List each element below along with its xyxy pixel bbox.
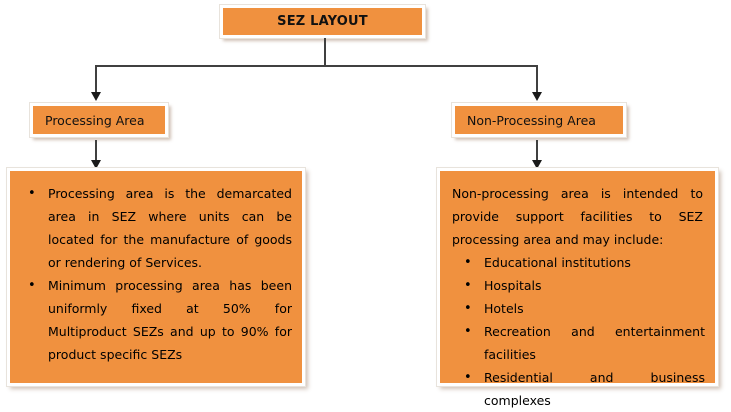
- arrowhead-left-branch: [91, 92, 101, 101]
- list-item: Hotels: [448, 297, 705, 320]
- sez-layout-box[interactable]: SEZ LAYOUT: [219, 4, 426, 39]
- list-item: Recreation and entertainment facilities: [448, 320, 705, 366]
- bullet-text: Processing area is the demarcated area i…: [48, 186, 292, 270]
- arrowhead-left-content: [91, 160, 101, 169]
- bullet-text: Recreation and entertainment facilities: [484, 324, 705, 362]
- arrowhead-right-content: [532, 160, 542, 169]
- non-processing-area-label: Non-Processing Area: [467, 112, 596, 128]
- processing-area-box[interactable]: Processing Area: [29, 102, 169, 138]
- processing-area-label: Processing Area: [45, 112, 145, 128]
- connector-horizontal-tee: [95, 65, 537, 67]
- bullet-text: Minimum processing area has been uniform…: [48, 278, 292, 362]
- list-item: Residential and business complexes: [448, 366, 705, 412]
- connector-left-to-content: [95, 140, 97, 164]
- bullet-text: Educational institutions: [484, 255, 631, 270]
- list-item: Processing area is the demarcated area i…: [18, 182, 292, 274]
- arrowhead-right-branch: [532, 92, 542, 101]
- list-item: Hospitals: [448, 274, 705, 297]
- non-processing-area-box[interactable]: Non-Processing Area: [451, 102, 627, 138]
- list-item: Educational institutions: [448, 251, 705, 274]
- list-item: Minimum processing area has been uniform…: [18, 274, 292, 366]
- non-processing-area-details-box: Non-processing area is intended to provi…: [436, 167, 719, 408]
- connector-trunk-vertical: [324, 38, 326, 66]
- non-processing-intro-text: Non-processing area is intended to provi…: [452, 186, 703, 247]
- processing-area-bullet-list: Processing area is the demarcated area i…: [18, 182, 292, 366]
- bullet-text: Hotels: [484, 301, 524, 316]
- non-processing-bullet-list: Educational institutions Hospitals Hotel…: [448, 251, 705, 412]
- connector-right-drop: [536, 65, 538, 93]
- connector-right-to-content: [536, 140, 538, 164]
- sez-layout-label: SEZ LAYOUT: [277, 14, 368, 29]
- non-processing-area-details-inner: Non-processing area is intended to provi…: [440, 171, 715, 408]
- processing-area-details-box: Processing area is the demarcated area i…: [6, 167, 306, 387]
- processing-area-details-inner: Processing area is the demarcated area i…: [10, 171, 302, 383]
- bullet-text: Residential and business complexes: [484, 370, 705, 408]
- bullet-text: Hospitals: [484, 278, 542, 293]
- connector-left-drop: [95, 65, 97, 93]
